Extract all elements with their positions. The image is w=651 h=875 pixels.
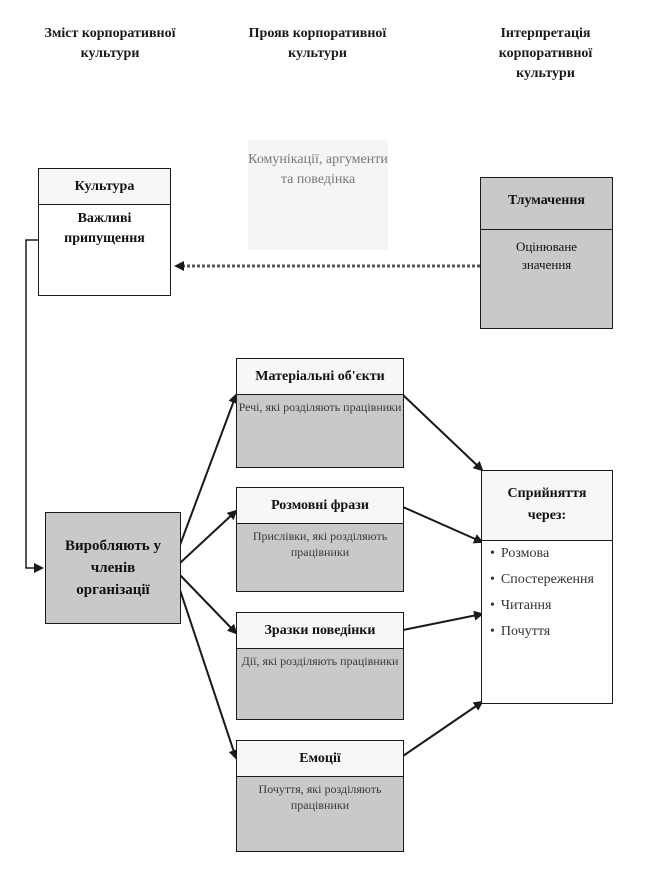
culture-box: Культура Важливі припущення	[38, 168, 171, 296]
manifestation-phrases-desc: Прислівки, які розділяють працівники	[252, 529, 388, 559]
manifestation-emotions-desc: Почуття, які розділяють працівники	[258, 782, 382, 812]
manifestation-phrases-title: Розмовні фрази	[237, 488, 403, 524]
manifestation-emotions-box: Емоції Почуття, які розділяють працівник…	[236, 740, 404, 852]
column-header-interpretation: Інтерпретація корпоративної культури	[498, 26, 593, 81]
perception-box: Сприйняття через: Розмова Спостереження …	[481, 470, 613, 704]
phrases-to-perception-arrow	[402, 506, 484, 544]
perception-item: Читання	[490, 593, 612, 619]
interpretation-box: Тлумачення Оцінюване значення	[480, 177, 613, 329]
perception-box-title: Сприйняття через:	[482, 471, 612, 541]
manifestation-material-box: Матеріальні об'єкти Речі, які розділяють…	[236, 358, 404, 468]
producers-to-emotions-arrow	[179, 589, 239, 760]
manifestation-behavior-title: Зразки поведінки	[237, 613, 403, 649]
producers-box-label: Виробляють у членів організації	[65, 538, 161, 598]
manifestation-material-desc: Речі, які розділяють працівники	[238, 400, 402, 414]
communication-note: Комунікації, аргументи та поведінка	[248, 140, 388, 250]
emotions-to-perception-arrow	[402, 700, 484, 757]
manifestation-behavior-desc: Дії, які розділяють працівники	[241, 654, 399, 668]
manifestation-emotions-title: Емоції	[237, 741, 403, 777]
manifestation-behavior-box: Зразки поведінки Дії, які розділяють пра…	[236, 612, 404, 720]
perception-item: Спостереження	[490, 567, 612, 593]
material-to-perception-arrow	[402, 394, 484, 472]
interpretation-box-body: Оцінюване значення	[515, 239, 578, 272]
column-header-content: Зміст корпоративної культури	[44, 26, 176, 61]
manifestation-material-title: Матеріальні об'єкти	[237, 359, 403, 395]
column-header-manifestation: Прояв корпоративної культури	[248, 26, 387, 61]
producers-to-phrases-arrow	[179, 509, 238, 564]
perception-list: Розмова Спостереження Читання Почуття	[482, 541, 612, 645]
interpretation-box-title: Тлумачення	[481, 178, 612, 230]
culture-to-producers-connector	[25, 239, 44, 573]
producers-to-material-arrow	[179, 393, 238, 546]
producers-box: Виробляють у членів організації	[45, 512, 181, 624]
behavior-to-perception-arrow	[402, 610, 484, 631]
perception-item: Почуття	[490, 619, 612, 645]
culture-box-title: Культура	[39, 169, 170, 205]
perception-item: Розмова	[490, 541, 612, 567]
culture-box-body: Важливі припущення	[64, 211, 145, 246]
manifestation-phrases-box: Розмовні фрази Прислівки, які розділяють…	[236, 487, 404, 592]
producers-to-behavior-arrow	[179, 574, 238, 635]
